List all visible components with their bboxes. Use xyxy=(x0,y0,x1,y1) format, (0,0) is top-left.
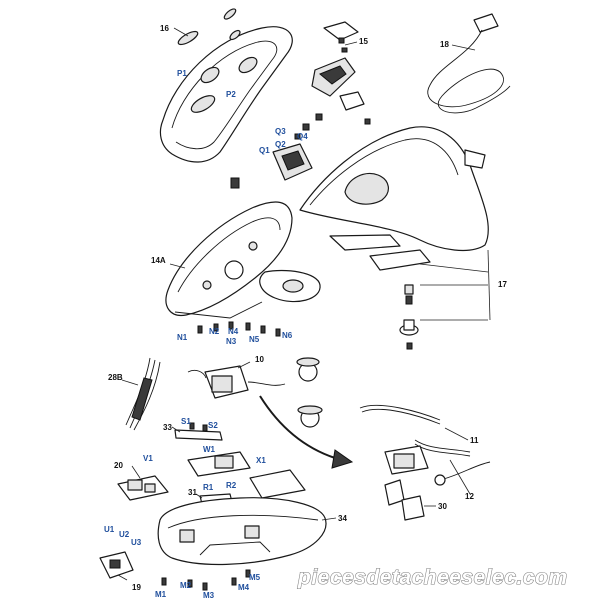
label-18: 18 xyxy=(440,40,449,49)
label-m3: M3 xyxy=(203,591,215,600)
label-n5: N5 xyxy=(249,335,260,344)
label-p2: P2 xyxy=(226,90,236,99)
pump xyxy=(187,357,323,428)
label-s1: S1 xyxy=(181,417,191,426)
label-q1: Q1 xyxy=(259,146,270,155)
label-m4: M4 xyxy=(238,583,250,592)
label-30: 30 xyxy=(438,502,447,511)
label-u1: U1 xyxy=(104,525,115,534)
steam-hoses-and-boiler xyxy=(359,404,491,521)
label-x1: X1 xyxy=(256,456,266,465)
label-n6: N6 xyxy=(282,331,293,340)
label-20: 20 xyxy=(114,461,123,470)
label-q3: Q3 xyxy=(275,127,286,136)
label-15: 15 xyxy=(359,37,368,46)
iron-top-cover xyxy=(159,8,293,163)
lower-shell xyxy=(165,201,321,319)
label-s2: S2 xyxy=(208,421,218,430)
label-p1: P1 xyxy=(177,69,187,78)
label-q4: Q4 xyxy=(297,132,308,141)
bracket xyxy=(174,422,223,441)
tank-valve-parts xyxy=(399,284,419,350)
label-11: 11 xyxy=(470,436,479,445)
label-n2: N2 xyxy=(209,327,220,336)
label-31: 31 xyxy=(188,488,197,497)
sensor-base xyxy=(249,469,306,499)
label-m2: M2 xyxy=(180,581,192,590)
main-pcb xyxy=(117,475,169,501)
label-16: 16 xyxy=(160,24,169,33)
wiring-harness xyxy=(125,357,161,431)
label-28b: 28B xyxy=(108,373,123,382)
label-34: 34 xyxy=(338,514,347,523)
label-r2: R2 xyxy=(226,481,237,490)
switch-housing xyxy=(311,21,371,125)
label-u2: U2 xyxy=(119,530,130,539)
thermostat-switch xyxy=(99,551,134,579)
label-r1: R1 xyxy=(203,483,214,492)
label-10: 10 xyxy=(255,355,264,364)
watermark-text: piecesdetacheeselec.com xyxy=(297,566,568,589)
label-v1: V1 xyxy=(143,454,153,463)
label-q2: Q2 xyxy=(275,140,286,149)
base-housing xyxy=(157,497,327,566)
m-screws xyxy=(161,569,251,591)
power-board xyxy=(187,451,251,477)
label-n1: N1 xyxy=(177,333,188,342)
water-tank xyxy=(299,126,489,271)
label-n4: N4 xyxy=(228,327,239,336)
label-19: 19 xyxy=(132,583,141,592)
label-n3: N3 xyxy=(226,337,237,346)
n-screws xyxy=(197,321,281,337)
label-m5: M5 xyxy=(249,573,261,582)
assembly-arrow xyxy=(259,395,354,469)
label-m1: M1 xyxy=(155,590,167,599)
leader-lines xyxy=(117,27,491,581)
label-14a: 14A xyxy=(151,256,166,265)
label-17: 17 xyxy=(498,280,507,289)
label-12: 12 xyxy=(465,492,474,501)
control-board xyxy=(230,123,313,189)
power-cord xyxy=(427,13,511,114)
label-w1: W1 xyxy=(203,445,216,454)
label-33: 33 xyxy=(163,423,172,432)
callout-labels: 16 15 18 P1 P2 Q3 Q4 Q2 Q1 14A 17 N1 N2 … xyxy=(104,24,507,600)
label-u3: U3 xyxy=(131,538,142,547)
